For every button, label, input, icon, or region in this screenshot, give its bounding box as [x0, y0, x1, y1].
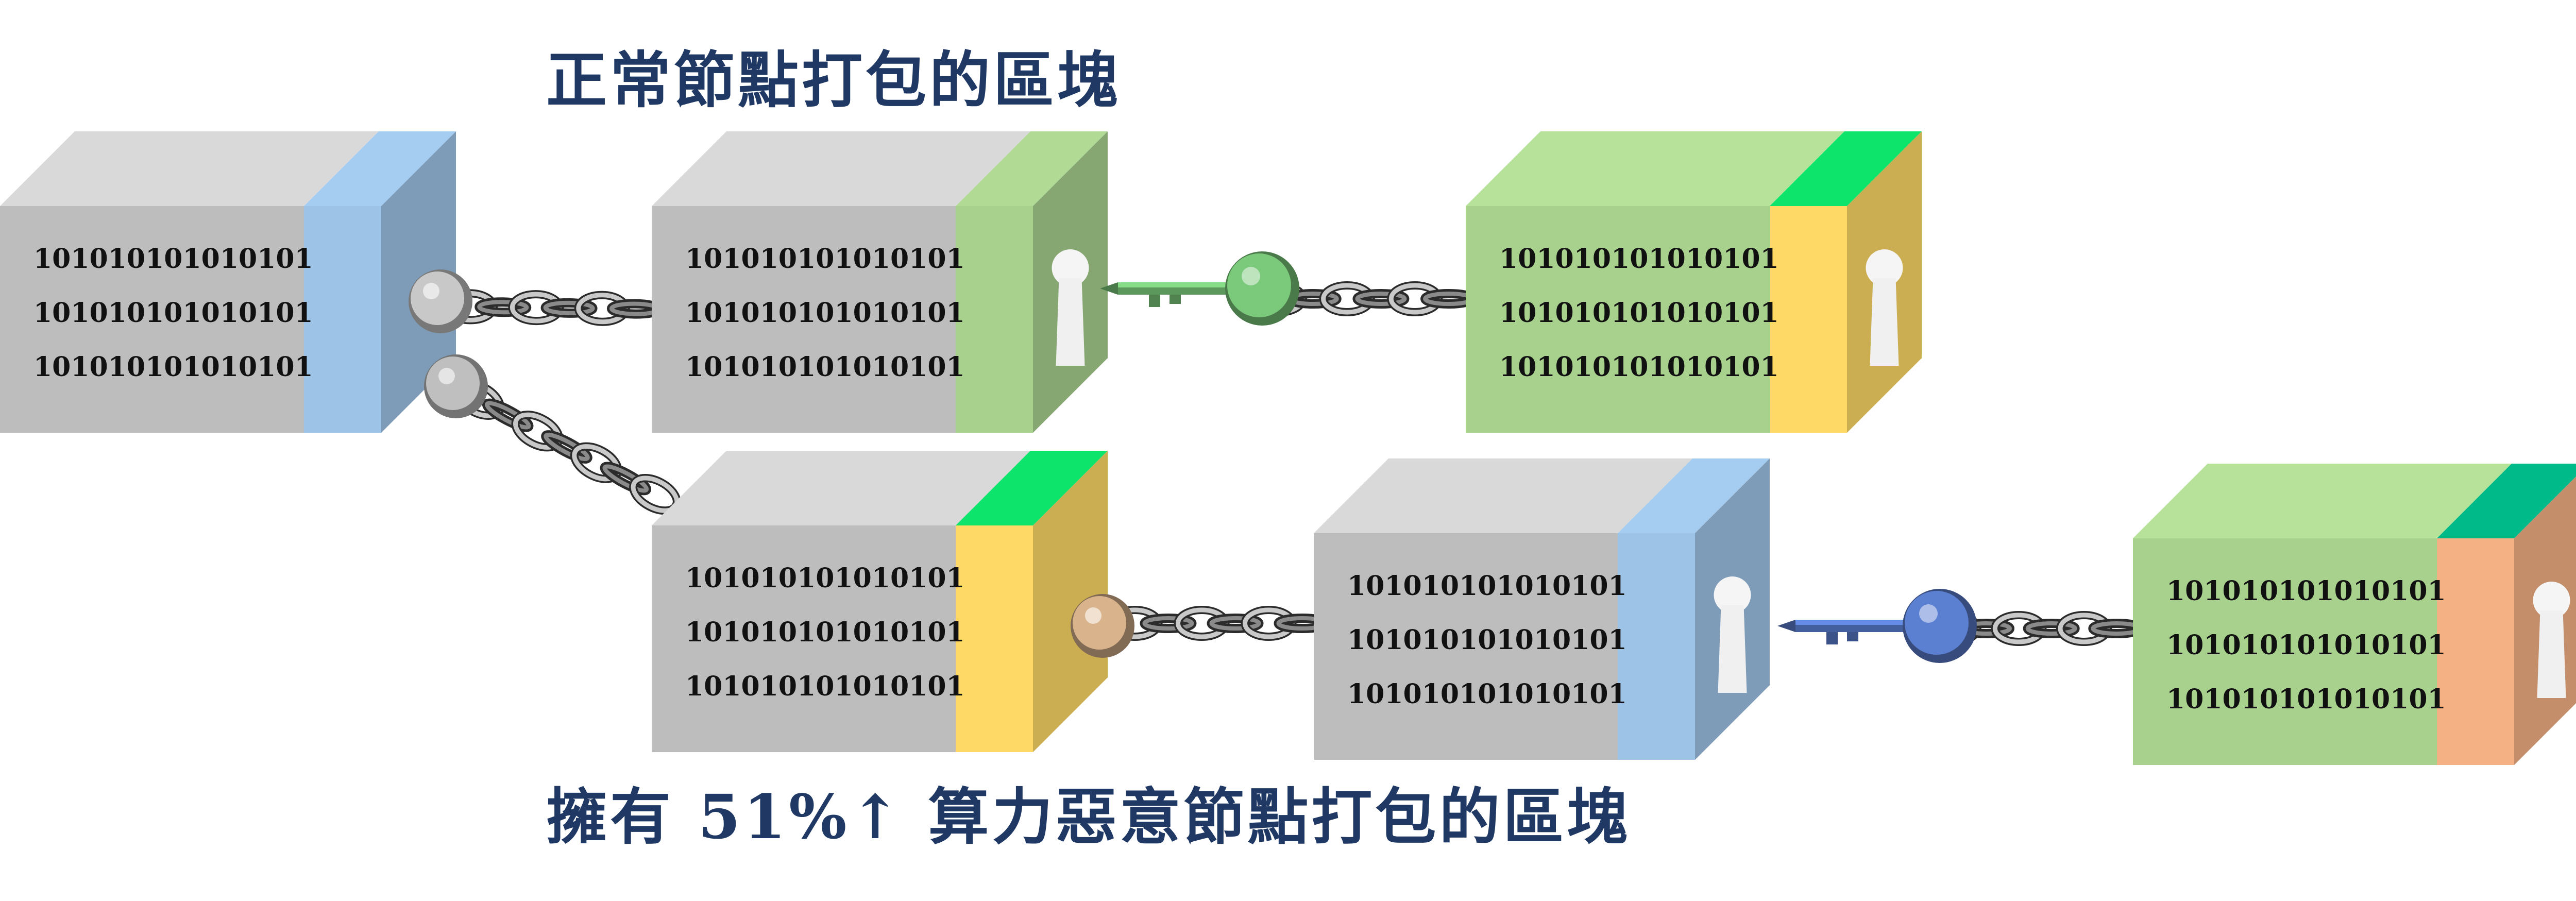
block-side-face: [1033, 451, 1108, 752]
binary-line: 101010101010101: [1499, 243, 1779, 275]
block-front-face: [652, 206, 956, 433]
block-top-strip: [304, 131, 456, 206]
block-top-face: [2133, 464, 2512, 538]
binary-line: 101010101010101: [2166, 630, 2446, 661]
block-color-strip: [2437, 538, 2514, 765]
binary-line: 101010101010101: [685, 243, 965, 275]
block-top-strip: [956, 451, 1108, 525]
binary-line: 101010101010101: [33, 243, 313, 275]
block-front-face: [1314, 533, 1618, 760]
block-malicious-2: 101010101010101 101010101010101 1010101010…: [652, 451, 1108, 752]
gold-key-icon: [1071, 594, 1134, 658]
green-key-icon: [1100, 251, 1299, 326]
block-front-face: [1466, 206, 1770, 433]
binary-line: 101010101010101: [685, 617, 965, 648]
block-normal-2: 101010101010101 101010101010101 1010101010…: [652, 131, 1108, 433]
block-malicious-3: 101010101010101 101010101010101 1010101010…: [1314, 458, 1770, 760]
title-normal-chain: 正常節點打包的區塊: [546, 44, 1122, 116]
binary-line: 101010101010101: [1347, 570, 1627, 602]
keyhole-icon: [1052, 249, 1089, 366]
block-color-strip: [956, 206, 1033, 433]
keyhole-icon: [1866, 249, 1903, 366]
binary-line: 101010101010101: [1347, 624, 1627, 656]
blocks: 101010101010101 101010101010101 1010101010…: [0, 131, 2576, 765]
block-top-strip: [1770, 131, 1922, 206]
keyhole-icon: [2533, 582, 2570, 698]
binary-line: 101010101010101: [1499, 351, 1779, 383]
binary-line: 101010101010101: [685, 671, 965, 702]
binary-line: 101010101010101: [685, 297, 965, 329]
binary-line: 101010101010101: [33, 297, 313, 329]
binary-line: 101010101010101: [685, 563, 965, 594]
lock-ring-genesis-top: [409, 269, 472, 333]
keys: [409, 251, 1977, 663]
block-color-strip: [1618, 533, 1695, 760]
block-genesis: 101010101010101 101010101010101 1010101010…: [0, 131, 456, 433]
chain-genesis-to-normal: [442, 289, 664, 326]
binary-line: 101010101010101: [33, 351, 313, 383]
binary-line: 101010101010101: [1499, 297, 1779, 329]
block-color-strip: [956, 525, 1033, 752]
block-normal-3: 101010101010101 101010101010101 1010101010…: [1466, 131, 1922, 433]
block-front-face: [0, 206, 304, 433]
binary-line: 101010101010101: [2166, 684, 2446, 715]
binary-line: 101010101010101: [2166, 575, 2446, 607]
binary-line: 101010101010101: [685, 351, 965, 383]
title-malicious-chain: 擁有 51%↑ 算力惡意節點打包的區塊: [546, 781, 1631, 853]
block-top-face: [1314, 458, 1692, 533]
block-top-strip: [1618, 458, 1770, 533]
blue-key-icon: [1777, 589, 1977, 663]
block-color-strip: [1770, 206, 1847, 433]
block-color-strip: [304, 206, 381, 433]
block-top-face: [652, 451, 1030, 525]
keyhole-icon: [1714, 576, 1751, 693]
block-front-face: [2133, 538, 2437, 765]
block-top-face: [1466, 131, 1844, 206]
block-top-face: [0, 131, 379, 206]
block-top-strip: [2437, 464, 2576, 538]
chain-key-to-malicious-3: [1107, 606, 1331, 641]
block-front-face: [652, 525, 956, 752]
lock-ring-genesis-bottom: [424, 354, 488, 418]
block-top-face: [652, 131, 1030, 206]
block-malicious-4: 101010101010101 101010101010101 1010101010…: [2133, 464, 2576, 765]
block-top-strip: [956, 131, 1108, 206]
binary-line: 101010101010101: [1347, 678, 1627, 710]
